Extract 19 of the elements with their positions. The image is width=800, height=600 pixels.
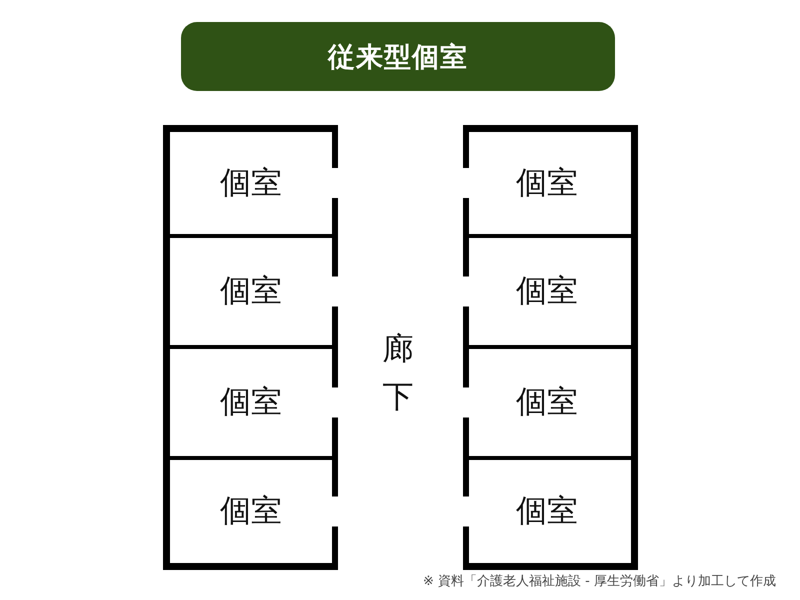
- room-label: 個室: [220, 274, 282, 309]
- room-label: 個室: [516, 274, 578, 309]
- room-outline: [463, 347, 638, 458]
- room-label: 個室: [516, 166, 578, 200]
- corridor-label: 廊下: [382, 306, 414, 416]
- room-label: 個室: [516, 494, 578, 529]
- room-outline: [163, 458, 338, 570]
- room-label: 個室: [220, 494, 282, 529]
- room-outline: [163, 125, 338, 236]
- room-label: 個室: [516, 385, 578, 420]
- room-label: 個室: [220, 385, 282, 420]
- room-outline: [163, 347, 338, 458]
- room-label: 個室: [220, 166, 282, 200]
- room-outline: [463, 458, 638, 570]
- room-outline: [163, 236, 338, 347]
- source-note: ※ 資料「介護老人福祉施設 - 厚生労働省」より加工して作成: [423, 573, 776, 590]
- room-outline: [463, 125, 638, 236]
- title-banner: 従来型個室: [181, 22, 615, 91]
- room-outline: [463, 236, 638, 347]
